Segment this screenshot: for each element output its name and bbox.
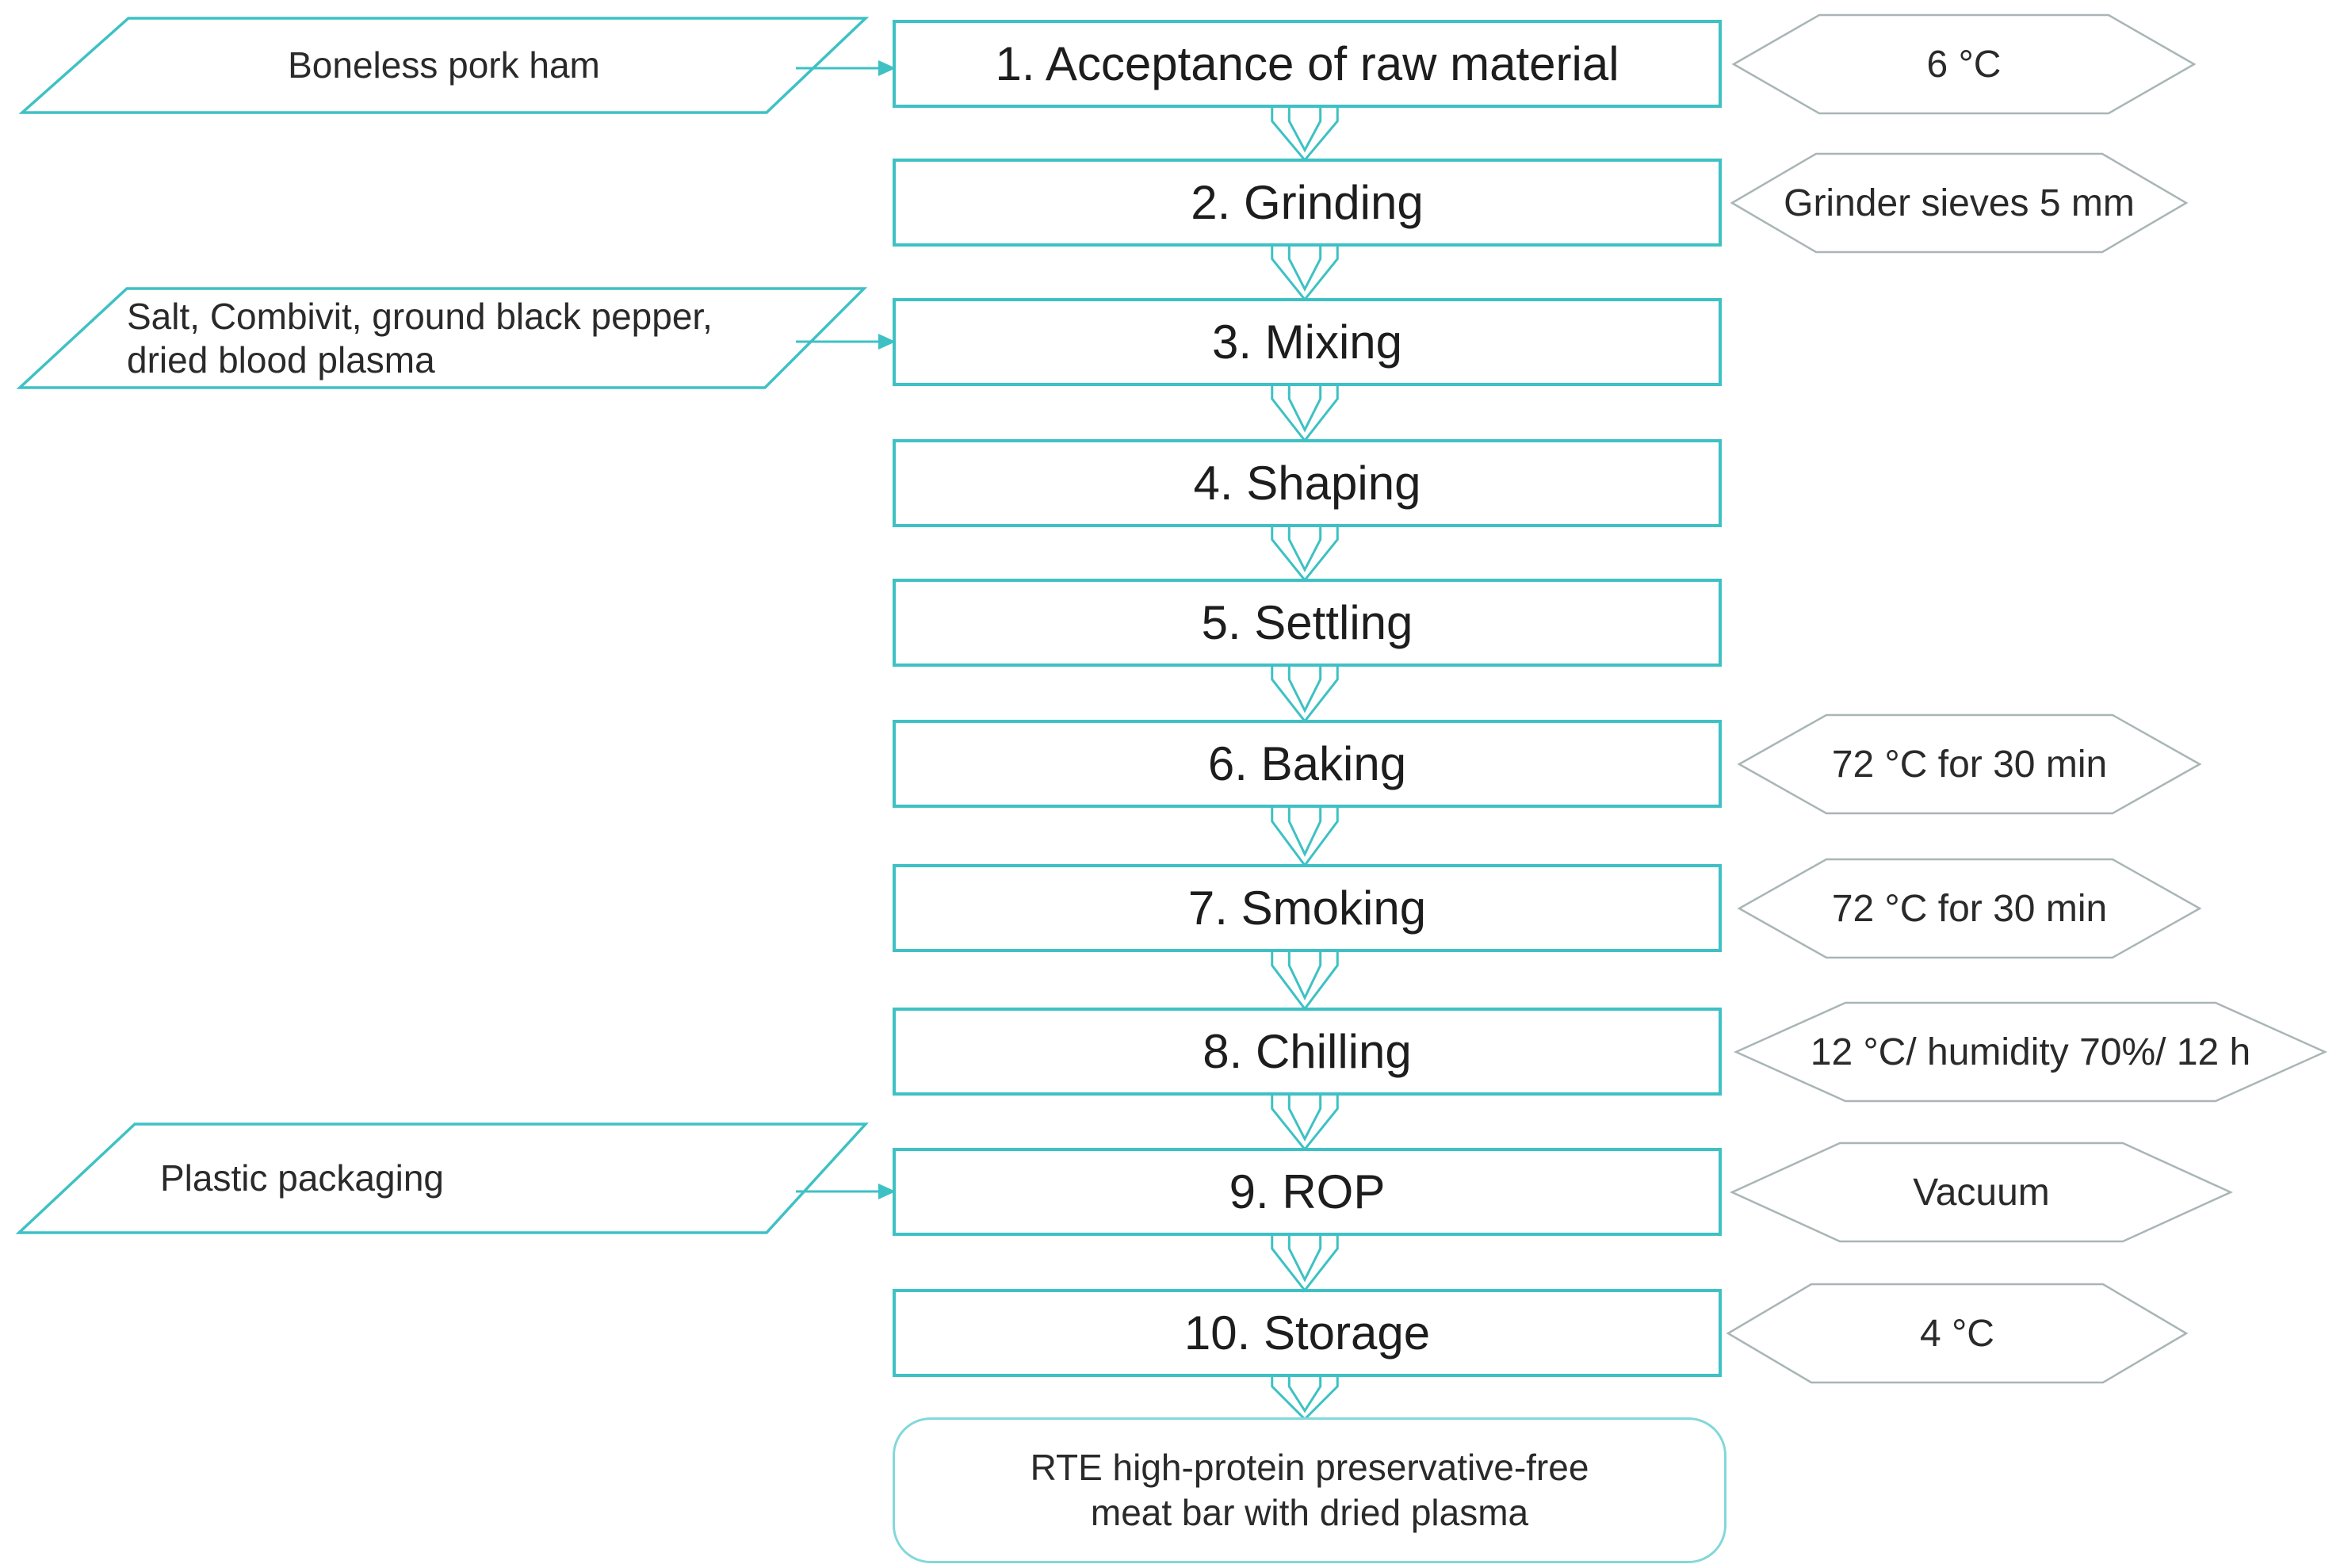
input-parallelogram-salt-combivit [16,287,868,389]
arrowhead-icon [878,1184,896,1199]
step-label-8: 8. Chilling [1203,1025,1412,1078]
step-box-5: 5. Settling [893,579,1722,667]
condition-hexagon-8 [1733,1001,2328,1103]
step-label-5: 5. Settling [1201,596,1413,649]
chevron-inner [1289,1375,1320,1411]
flow-arrow-9-10 [1269,1233,1340,1292]
flow-arrow-1-2 [1269,107,1340,162]
step-label-1: 1. Acceptance of raw material [995,37,1619,90]
chevron-outer [1272,244,1338,300]
chevron-inner [1289,525,1320,570]
step-box-3: 3. Mixing [893,298,1722,386]
condition-hexagon-7 [1737,858,2202,959]
flow-arrow-2-3 [1269,244,1340,301]
step-box-8: 8. Chilling [893,1008,1722,1096]
hexagon-shape [1737,713,2202,815]
output-text-line2: meat bar with dried plasma [1090,1492,1529,1533]
step-box-7: 7. Smoking [893,864,1722,952]
chevron-outer [1272,525,1338,580]
chevron-inner [1289,664,1320,710]
chevron-outer [1272,950,1338,1009]
chevron-outer [1272,107,1338,160]
step-box-1: 1. Acceptance of raw material [893,20,1722,108]
condition-hexagon-9 [1729,1142,2234,1243]
step-box-2: 2. Grinding [893,159,1722,247]
condition-hexagon-1 [1731,13,2197,115]
step-label-9: 9. ROP [1229,1165,1386,1218]
step-box-9: 9. ROP [893,1148,1722,1236]
step-label-6: 6. Baking [1207,737,1407,790]
step-label-3: 3. Mixing [1211,316,1403,369]
step-label-4: 4. Shaping [1193,457,1421,510]
chevron-outer [1272,805,1338,866]
input-arrow-1 [796,60,896,76]
output-box: RTE high-protein preservative-free meat … [893,1417,1726,1563]
hexagon-shape [1733,1001,2328,1103]
chevron-inner [1289,1233,1320,1279]
chevron-inner [1289,950,1320,998]
chevron-outer [1272,384,1338,441]
step-box-4: 4. Shaping [893,439,1722,527]
condition-hexagon-6 [1737,713,2202,815]
flow-arrow-6-7 [1269,805,1340,867]
input-parallelogram-boneless-pork-ham [18,17,870,114]
step-box-6: 6. Baking [893,720,1722,808]
chevron-inner [1289,107,1320,150]
step-box-10: 10. Storage [893,1289,1722,1377]
arrowhead-icon [878,60,896,76]
chevron-outer [1272,664,1338,721]
flow-arrow-10-output [1269,1375,1340,1421]
output-text-line1: RTE high-protein preservative-free [1030,1447,1589,1488]
condition-hexagon-2 [1730,152,2189,254]
step-label-7: 7. Smoking [1187,882,1427,935]
flow-arrow-8-9 [1269,1094,1340,1151]
chevron-inner [1289,384,1320,430]
parallelogram-shape [18,17,870,114]
flow-arrow-7-8 [1269,950,1340,1011]
condition-hexagon-10 [1726,1283,2189,1384]
hexagon-shape [1729,1142,2234,1243]
flow-arrow-4-5 [1269,525,1340,582]
parallelogram-shape [15,1122,869,1234]
input-arrow-3 [796,1184,896,1199]
hexagon-shape [1731,13,2197,115]
hexagon-shape [1726,1283,2189,1384]
flow-arrow-3-4 [1269,384,1340,442]
step-label-2: 2. Grinding [1191,176,1424,229]
input-parallelogram-plastic-packaging [15,1122,869,1234]
chevron-inner [1289,244,1320,289]
step-label-10: 10. Storage [1183,1306,1431,1360]
flow-arrow-5-6 [1269,664,1340,723]
parallelogram-shape [16,287,868,389]
chevron-outer [1272,1233,1338,1291]
arrowhead-icon [878,334,896,350]
chevron-inner [1289,805,1320,854]
hexagon-shape [1730,152,2189,254]
chevron-outer [1272,1094,1338,1149]
input-arrow-2 [796,334,896,350]
hexagon-shape [1737,858,2202,959]
chevron-inner [1289,1094,1320,1139]
